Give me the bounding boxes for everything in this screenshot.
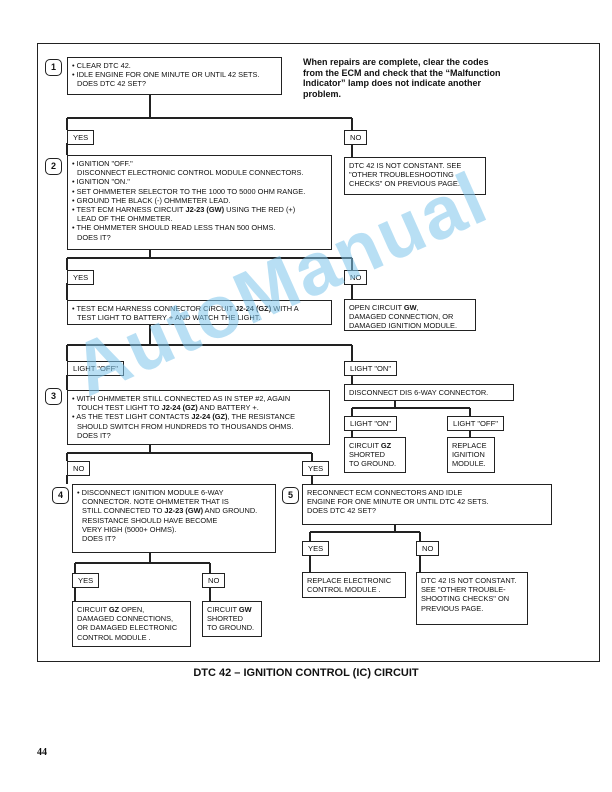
dtc-not-constant-box-top: DTC 42 IS NOT CONSTANT. SEE "OTHER TROUB… [344, 157, 486, 195]
step-3-marker: 3 [45, 388, 62, 405]
diagram-frame [37, 43, 600, 662]
light-off-label: LIGHT "OFF" [67, 361, 124, 376]
page-number: 44 [37, 747, 47, 758]
step-1-box: • CLEAR DTC 42. • IDLE ENGINE FOR ONE MI… [67, 57, 282, 95]
step-1-no-label: NO [344, 130, 368, 145]
test-light-box: • TEST ECM HARNESS CONNECTOR CIRCUIT J2-… [67, 300, 332, 325]
circuit-gz-shorted-box: CIRCUIT GZ SHORTED TO GROUND. [344, 437, 406, 473]
step-4-no-label: NO [202, 573, 226, 588]
step-3-box: • WITH OHMMETER STILL CONNECTED AS IN ST… [67, 390, 330, 445]
step-4-box: • DISCONNECT IGNITION MODULE 6-WAY CONNE… [72, 484, 276, 553]
step-3-yes-label: YES [302, 461, 330, 476]
step-5-yes-label: YES [302, 541, 330, 556]
light-on-label: LIGHT "ON" [344, 361, 398, 376]
step-5-no-label: NO [416, 541, 440, 556]
step-2-yes-label: YES [67, 270, 95, 285]
open-circuit-gw-box: OPEN CIRCUIT GW, DAMAGED CONNECTION, OR … [344, 299, 476, 331]
step-4-yes-label: YES [72, 573, 100, 588]
step-4-marker: 4 [52, 487, 69, 504]
page-title: DTC 42 – IGNITION CONTROL (IC) CIRCUIT [193, 667, 419, 679]
disconnect-dis-box: DISCONNECT DIS 6-WAY CONNECTOR. [344, 384, 514, 401]
dis-light-on-label: LIGHT "ON" [344, 416, 398, 431]
step-1-marker: 1 [45, 59, 62, 76]
circuit-gw-shorted-box: CIRCUIT GW SHORTED TO GROUND. [202, 601, 262, 637]
step-5-box: RECONNECT ECM CONNECTORS AND IDLE ENGINE… [302, 484, 552, 525]
step-3-no-label: NO [67, 461, 91, 476]
step-2-marker: 2 [45, 158, 62, 175]
repair-note: When repairs are complete, clear the cod… [303, 57, 501, 99]
step-5-marker: 5 [282, 487, 299, 504]
dis-light-off-label: LIGHT "OFF" [447, 416, 504, 431]
step-2-no-label: NO [344, 270, 368, 285]
replace-ignition-module-box: REPLACE IGNITION MODULE. [447, 437, 495, 473]
step-2-box: • IGNITION "OFF." DISCONNECT ELECTRONIC … [67, 155, 332, 250]
replace-ecm-box: REPLACE ELECTRONIC CONTROL MODULE . [302, 572, 406, 598]
circuit-gz-open-box: CIRCUIT GZ OPEN, DAMAGED CONNECTIONS, OR… [72, 601, 191, 647]
dtc-not-constant-box-bottom: DTC 42 IS NOT CONSTANT. SEE "OTHER TROUB… [416, 572, 528, 625]
step-1-yes-label: YES [67, 130, 95, 145]
